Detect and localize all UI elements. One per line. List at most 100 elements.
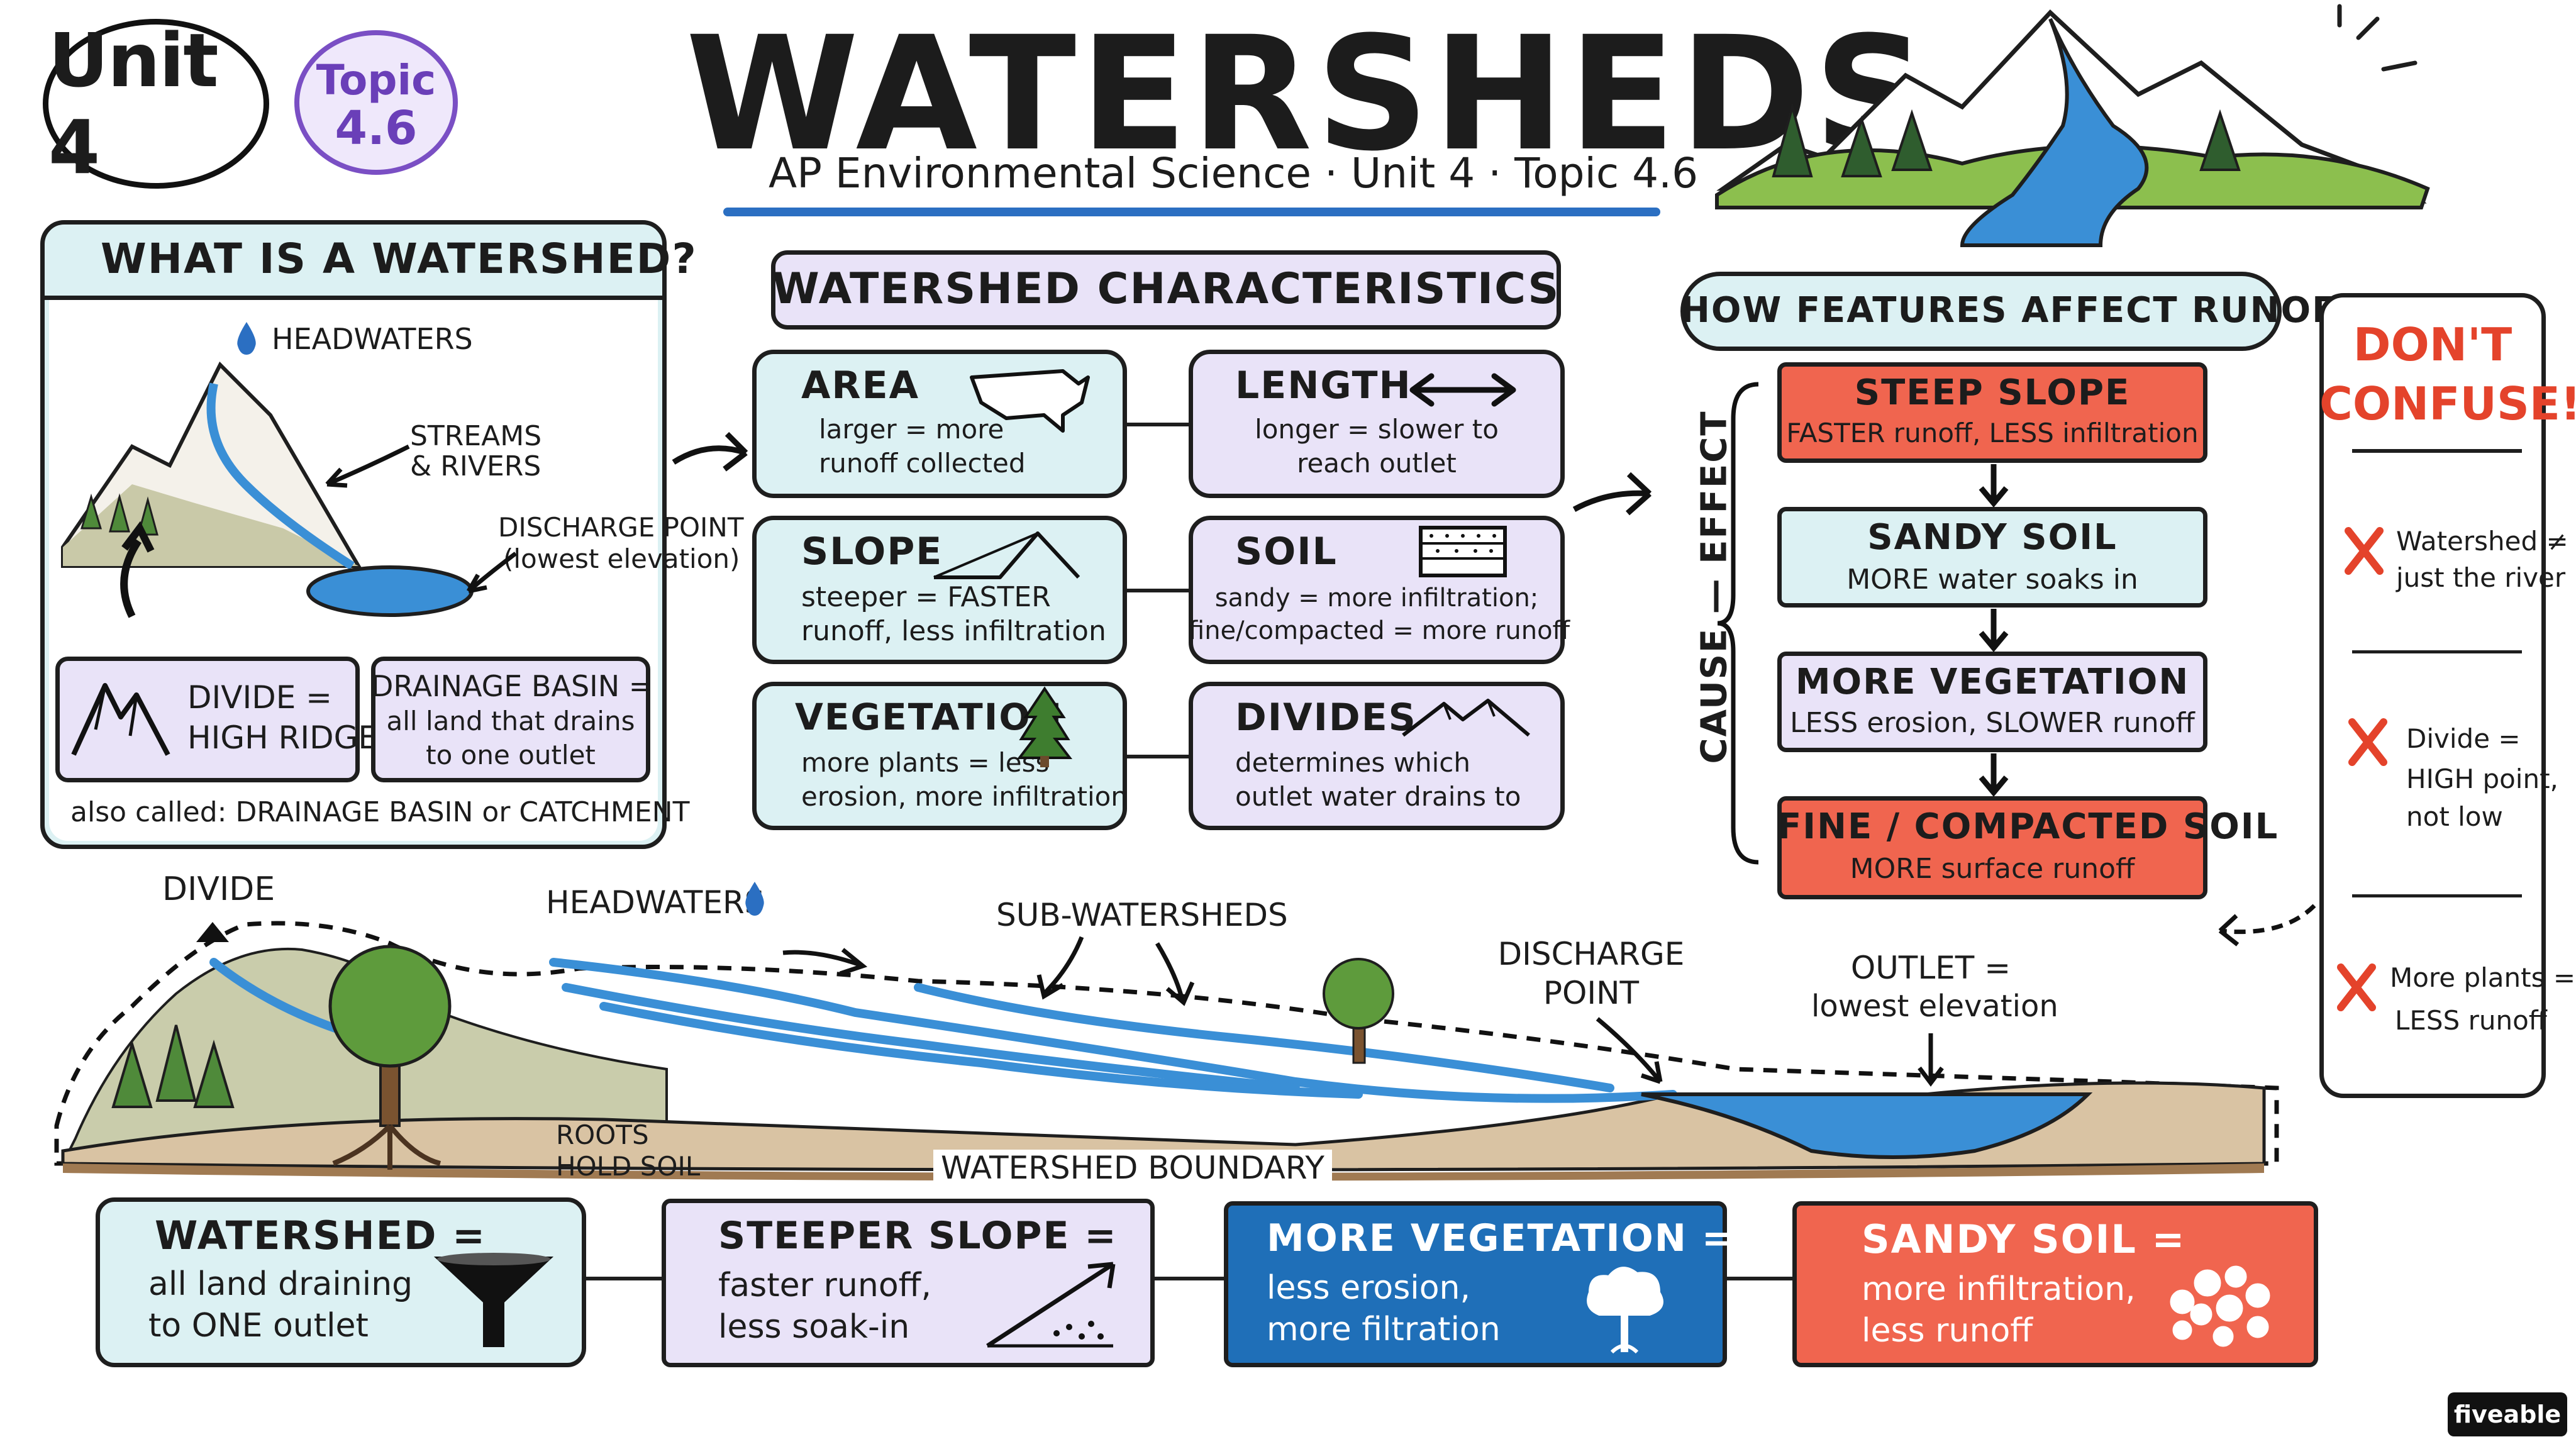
- page-subtitle: AP Environmental Science · Unit 4 · Topi…: [769, 149, 1699, 197]
- basin-line3: to one outlet: [426, 740, 596, 770]
- summary-1-line2: to ONE outlet: [148, 1307, 369, 1345]
- ridge-icon: [1402, 699, 1530, 737]
- divide-triangle-icon: [196, 922, 229, 942]
- card-divides-line2: outlet water drains to: [1235, 781, 1521, 812]
- x-icon-3: [2337, 963, 2376, 1011]
- summary-2-title: STEEPER SLOPE =: [718, 1214, 1118, 1258]
- card-length: [1189, 350, 1565, 498]
- topic-badge-line2: 4.6: [335, 101, 418, 155]
- runoff-step-1-title: STEEP SLOPE: [1854, 372, 2131, 413]
- basin-line2: all land that drains: [386, 706, 635, 736]
- sand-grains-icon: [2170, 1265, 2270, 1347]
- streams-label-1: STREAMS: [410, 420, 542, 452]
- funnel-icon: [433, 1253, 554, 1347]
- double-arrow-icon: [1409, 373, 1516, 407]
- roots-line2: HOLD SOIL: [556, 1151, 701, 1182]
- card-area-title: AREA: [801, 364, 920, 408]
- divide-box: [55, 657, 360, 782]
- runoff-step-3-title: MORE VEGETATION: [1795, 662, 2190, 702]
- summary-4-line2: less runoff: [1862, 1312, 2033, 1350]
- tree-icon: [1587, 1267, 1663, 1354]
- card-slope-title: SLOPE: [801, 530, 943, 574]
- also-called-terms: DRAINAGE BASIN or CATCHMENT: [235, 796, 690, 828]
- watershed-landscape-illustration: [54, 921, 2279, 1181]
- summary-steeper-slope: [662, 1199, 1155, 1367]
- flow-arrows: [1979, 464, 2009, 797]
- outlet-line1: OUTLET =: [1850, 950, 2011, 986]
- card-divides-line1: determines which: [1235, 747, 1470, 778]
- soil-layers-icon: [1419, 526, 1507, 577]
- landscape-discharge-2: POINT: [1543, 975, 1640, 1011]
- discharge-arrow-icon: [466, 552, 518, 594]
- topic-badge: Topic 4.6: [294, 30, 458, 175]
- summary-3-title: MORE VEGETATION =: [1267, 1216, 1735, 1260]
- outlet-arrow-icon: [1918, 1033, 1944, 1087]
- card-divides-title: DIVIDES: [1235, 696, 1417, 740]
- connector-row2: [1123, 589, 1192, 592]
- landscape-discharge-1: DISCHARGE: [1497, 936, 1685, 972]
- confuse-item-3-line1: More plants =: [2390, 962, 2576, 993]
- what-is-title-bar: [40, 220, 667, 300]
- runoff-step-3-desc: LESS erosion, SLOWER runoff: [1790, 707, 2195, 739]
- summary-4-line1: more infiltration,: [1862, 1270, 2136, 1308]
- mountain-slope-icon: [933, 531, 1080, 579]
- card-area-line1: larger = more: [819, 414, 1004, 445]
- confuse-item-2-line2: HIGH point,: [2406, 763, 2558, 794]
- card-length-title: LENGTH: [1235, 364, 1412, 408]
- card-slope-line2: runoff, less infiltration: [801, 615, 1106, 647]
- streams-arrow-icon: [325, 444, 410, 488]
- watershed-mountain-illustration: [61, 361, 474, 618]
- characteristics-title-box: [771, 250, 1561, 330]
- card-length-line2: reach outlet: [1297, 448, 1457, 479]
- to-characteristics-arrow-icon: [672, 431, 748, 472]
- what-is-title: WHAT IS A WATERSHED?: [101, 235, 697, 283]
- dont-confuse-divider-2: [2352, 894, 2522, 897]
- pine-tree-icon: [1016, 686, 1073, 767]
- runoff-step-more-vegetation: [1777, 652, 2207, 752]
- title-underline: [723, 208, 1660, 216]
- runoff-title: HOW FEATURES AFFECT RUNOFF: [1680, 290, 2363, 331]
- basin-line1: DRAINAGE BASIN =: [371, 669, 653, 703]
- summary-2-line2: less soak-in: [718, 1308, 910, 1346]
- card-vegetation-line1: more plants = less: [801, 747, 1050, 778]
- headwaters-drop-icon: [237, 322, 256, 355]
- roots-line1: ROOTS: [556, 1119, 649, 1150]
- dashed-return-arrow-icon: [2218, 904, 2316, 947]
- runoff-step-1-desc: FASTER runoff, LESS infiltration: [1786, 418, 2199, 448]
- summary-1-title: WATERSHED =: [155, 1213, 487, 1258]
- runoff-step-sandy-soil: [1777, 507, 2207, 608]
- unit-badge-text: Unit 4: [48, 17, 219, 191]
- also-called-prefix: also called:: [70, 796, 236, 828]
- drainage-basin-box: [371, 657, 650, 782]
- to-runoff-arrow-icon: [1572, 472, 1652, 516]
- dont-confuse-title-2: CONFUSE!: [2319, 377, 2576, 430]
- card-area-line2: runoff collected: [819, 448, 1026, 479]
- x-icon-1: [2345, 527, 2384, 575]
- connector-row1: [1123, 423, 1192, 426]
- card-vegetation-line2: erosion, more infiltration: [801, 781, 1128, 812]
- summary-3-line2: more filtration: [1267, 1311, 1501, 1348]
- card-length-line1: longer = slower to: [1255, 414, 1499, 445]
- confuse-item-3-line2: LESS runoff: [2395, 1005, 2547, 1036]
- cause-effect-label: CAUSE — EFFECT: [1694, 410, 1735, 764]
- characteristics-title: WATERSHED CHARACTERISTICS: [772, 264, 1560, 314]
- runoff-step-4-desc: MORE surface runoff: [1850, 853, 2135, 885]
- sub-watersheds-label: SUB-WATERSHEDS: [996, 897, 1288, 933]
- unit-badge: Unit 4: [43, 17, 269, 191]
- outlet-line2: lowest elevation: [1811, 989, 2058, 1024]
- runoff-step-2-title: SANDY SOIL: [1867, 517, 2118, 558]
- runoff-title-cloud: [1680, 272, 2282, 351]
- confuse-item-1-line2: just the river: [2396, 562, 2566, 593]
- divide-line2: HIGH RIDGE: [187, 719, 378, 756]
- x-icon-2: [2348, 718, 2387, 766]
- summary-2-line1: faster runoff,: [718, 1267, 932, 1304]
- sub-watershed-arrows: [782, 936, 1195, 1006]
- confuse-item-2-line1: Divide =: [2406, 723, 2521, 754]
- discharge-point-arrow-icon: [1596, 1017, 1663, 1084]
- card-slope-line1: steeper = FASTER: [801, 581, 1051, 613]
- card-vegetation-title: VEGETATION: [795, 696, 1063, 738]
- card-divides: [1189, 682, 1565, 830]
- slope-arrow-icon: [986, 1262, 1116, 1348]
- divide-line1: DIVIDE =: [187, 679, 333, 716]
- summary-4-title: SANDY SOIL =: [1862, 1216, 2186, 1262]
